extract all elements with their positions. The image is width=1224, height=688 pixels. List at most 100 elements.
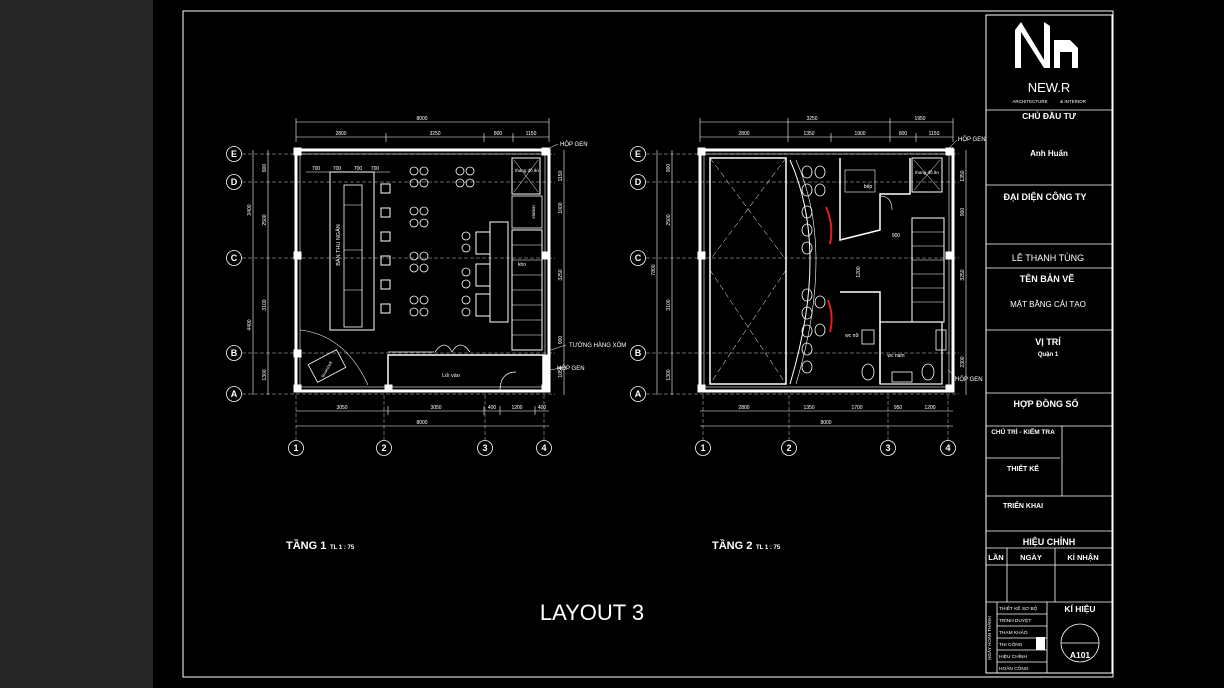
owner-value: Anh Huấn	[1030, 149, 1068, 158]
floor1-dim-top: 3250	[429, 131, 440, 137]
floor2-dim-right: 2300	[960, 356, 966, 367]
grid-row-bubble	[226, 146, 242, 162]
floor2-dim-left: 3100	[666, 299, 672, 310]
floor2-dim-left: 2500	[666, 214, 672, 225]
grid-row-bubble	[226, 250, 242, 266]
grid-row-label: D	[231, 177, 238, 187]
company-value: LÊ THANH TÙNG	[1012, 253, 1084, 263]
owner-label: CHỦ ĐẦU TƯ	[1022, 110, 1077, 121]
grid-row-bubble	[630, 386, 646, 402]
grid-row-bubble	[630, 345, 646, 361]
grid-col-bubble	[781, 440, 797, 456]
floor-1-plan	[252, 118, 565, 427]
floor1-title: TẦNG 1	[286, 539, 326, 552]
floor2-scale: TL 1 : 75	[756, 545, 781, 551]
floor1-dim-right: 1050	[558, 366, 564, 377]
grid-col-bubble	[477, 440, 493, 456]
sheet-code: A101	[1070, 650, 1091, 660]
floor1-dim-left: 3100	[262, 299, 268, 310]
floor1-note-neighbor-wall: TƯỜNG HÀNG XÓM	[569, 342, 626, 349]
floor1-row-dim: 700	[354, 166, 363, 172]
floor1-dim-top: 800	[494, 131, 503, 137]
grid-col-label: 2	[786, 443, 791, 453]
stage-marker	[1036, 637, 1045, 650]
floor1-leaders	[540, 143, 567, 371]
floor1-dim-right: 1000	[558, 202, 564, 213]
grid-row-label: E	[231, 149, 237, 159]
layout-title: LAYOUT 3	[540, 600, 644, 625]
contract-label: HỢP ĐỒNG SỐ	[1013, 398, 1078, 409]
floor1-dim-right: 1150	[558, 170, 564, 181]
floor1-row-dim: 700	[371, 166, 380, 172]
floor1-dim-left: 2500	[262, 214, 268, 225]
floor2-room-wc-male: wc nam	[887, 353, 904, 359]
floor1-dim-bottom: 3050	[336, 405, 347, 411]
floor2-dim-right: 1350	[960, 170, 966, 181]
floor2-dim-top: 2800	[738, 131, 749, 137]
sheet-paper	[153, 0, 1224, 688]
floor2-dim-total-top: 3250	[806, 116, 817, 122]
floor2-inner-dim: 1200	[856, 266, 862, 277]
floor1-note-shaft-bottom: HỘP GEN	[557, 365, 585, 372]
floor2-dim-right: 900	[960, 208, 966, 217]
grid-row-bubble	[630, 250, 646, 266]
grid-col-label: 2	[381, 443, 386, 453]
design-label: THIẾT KẾ	[1007, 463, 1039, 473]
floor2-note-shaft-top: HỘP GEN	[958, 136, 986, 143]
floor-2-plan	[656, 118, 967, 427]
floor2-dim-right: 3250	[960, 269, 966, 280]
brand-sub-left: ARCHITECTURE	[1012, 99, 1047, 104]
grid-col-label: 1	[700, 443, 705, 453]
grid-row-label: E	[635, 149, 641, 159]
floor1-note-shaft-top: HỘP GEN	[560, 141, 588, 148]
grid-col-label: 4	[945, 443, 950, 453]
floor2-room-stair: thang đồ ăn	[915, 170, 939, 175]
grid-row-label: C	[635, 253, 642, 263]
floor1-scale: TL 1 : 75	[330, 545, 355, 551]
floor2-dim-left: 900	[666, 164, 672, 173]
grid-row-bubble	[630, 174, 646, 190]
floor1-room-station: station	[531, 205, 536, 219]
floor1-dim-total-bottom: 8000	[416, 420, 427, 426]
floor2-dim-top: 1150	[929, 131, 940, 137]
grid-col-label: 1	[293, 443, 298, 453]
symbol-label: KÍ HIỆU	[1064, 603, 1095, 614]
floor2-room-kitchen: bếp	[864, 184, 873, 190]
grid-col-label: 3	[885, 443, 890, 453]
floor1-dim-right: 900	[558, 336, 564, 345]
floor2-dim-top: 1900	[854, 131, 865, 137]
grid-row-label: B	[635, 348, 642, 358]
floor1-dim-bottom: 3050	[430, 405, 441, 411]
floor2-dim-bottom: 950	[894, 405, 903, 411]
floor2-dim-bottom: 1200	[924, 405, 935, 411]
drawing-label: TÊN BẢN VẼ	[1020, 273, 1075, 284]
floor1-dim-bottom: 400	[538, 405, 547, 411]
floor1-room-entrance: Lối vào	[442, 373, 460, 379]
floor1-row-dim: 700	[312, 166, 321, 172]
drawing-value: MẶT BẰNG CẢI TẠO	[1010, 300, 1086, 309]
location-label: VỊ TRÍ	[1035, 337, 1061, 347]
grid-row-bubble	[630, 146, 646, 162]
floor1-dim-left-outer: 3400	[247, 204, 253, 215]
floor1-dim-top: 1150	[526, 131, 537, 137]
grid-col-bubble	[880, 440, 896, 456]
grid-col-bubble	[695, 440, 711, 456]
rev-col-signed: KÍ NHẬN	[1067, 553, 1098, 562]
floor1-room-stair: thang đồ ăn	[515, 168, 539, 173]
grid-row-label: A	[231, 389, 238, 399]
check-label: CHỦ TRÌ - KIỂM TRA	[991, 427, 1055, 436]
floor2-dim-top: 1350	[803, 131, 814, 137]
floor2-red-marker	[827, 299, 833, 333]
grid-col-bubble	[288, 440, 304, 456]
stage-item: THAM KHẢO	[999, 629, 1028, 636]
floor2-dim-left-outer: 7800	[651, 264, 657, 275]
grid-row-bubble	[226, 345, 242, 361]
floor1-dim-bottom: 1200	[511, 405, 522, 411]
stage-item: THIẾT KẾ SƠ BỘ	[999, 605, 1038, 612]
floor1-dim-right: 3250	[558, 269, 564, 280]
grid-row-label: D	[635, 177, 642, 187]
floor1-row-dim: 700	[333, 166, 342, 172]
grid-row-bubble	[226, 174, 242, 190]
